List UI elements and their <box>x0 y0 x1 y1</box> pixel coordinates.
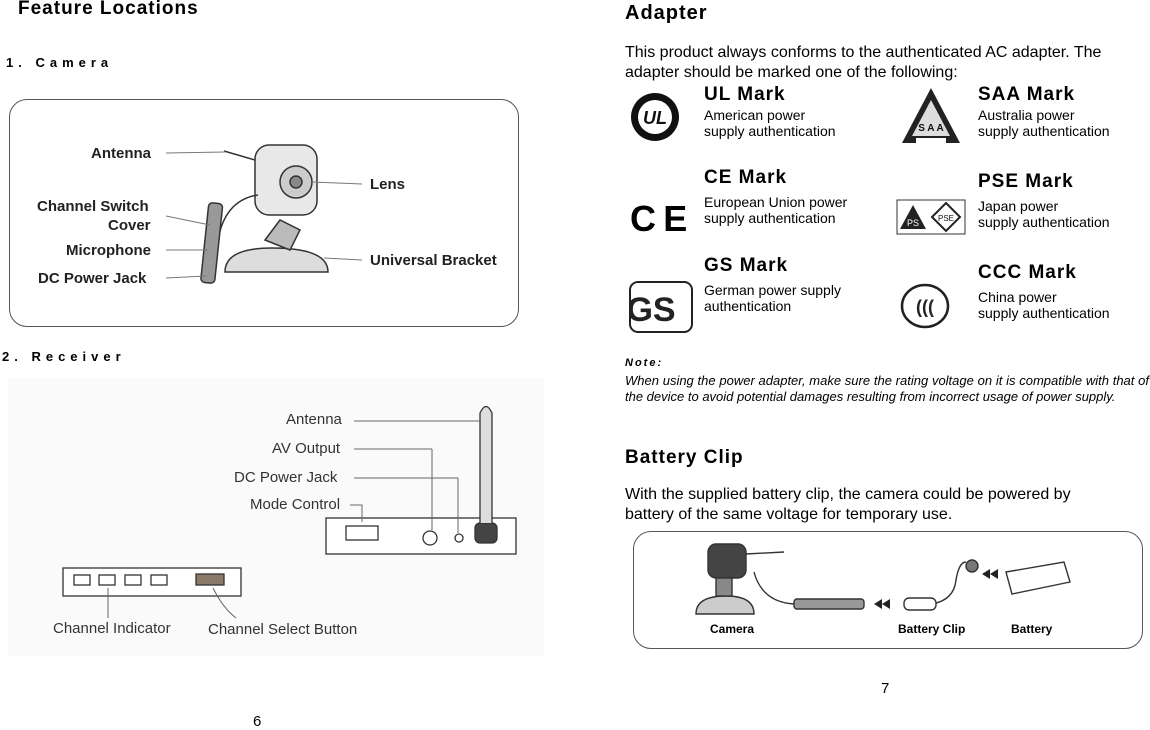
receiver-dc-power-label: DC Power Jack <box>234 469 337 486</box>
receiver-av-output-label: AV Output <box>272 440 340 457</box>
battery-diagram-clip-label: Battery Clip <box>898 622 965 636</box>
camera-bracket-label: Universal Bracket <box>370 252 497 269</box>
page-number-left: 6 <box>253 713 261 730</box>
receiver-channel-select-label: Channel Select Button <box>208 621 357 638</box>
gs-mark-desc2: authentication <box>704 298 791 314</box>
adapter-paragraph: This product always conforms to the auth… <box>625 43 1135 83</box>
receiver-mode-control-label: Mode Control <box>250 496 340 513</box>
svg-text:S A A: S A A <box>918 123 944 134</box>
saa-mark-desc2: supply authentication <box>978 123 1110 139</box>
svg-text:UL: UL <box>643 108 667 128</box>
svg-text:(((: ((( <box>916 297 934 317</box>
pse-mark-icon: PS PSE <box>896 199 966 235</box>
ce-mark-desc2: supply authentication <box>704 210 836 226</box>
ccc-mark-desc2: supply authentication <box>978 305 1110 321</box>
battery-diagram-battery-label: Battery <box>1011 622 1052 636</box>
section-camera-heading: 1. Camera <box>6 55 113 70</box>
ccc-mark-icon: ((( <box>900 283 950 329</box>
camera-antenna-label: Antenna <box>91 145 151 162</box>
battery-diagram-frame: Camera Battery Clip Battery <box>633 531 1143 649</box>
camera-dc-power-label: DC Power Jack <box>38 270 146 287</box>
note-label: Note: <box>625 357 663 369</box>
receiver-antenna-label: Antenna <box>286 411 342 428</box>
section-receiver-heading: 2. Receiver <box>2 349 126 364</box>
receiver-diagram: Antenna AV Output DC Power Jack Mode Con… <box>8 378 544 656</box>
camera-lens-label: Lens <box>370 176 405 193</box>
ul-mark-icon: UL <box>628 90 682 144</box>
note-text: When using the power adapter, make sure … <box>625 373 1149 405</box>
svg-text:GS: GS <box>629 291 676 329</box>
adapter-heading: Adapter <box>625 2 708 25</box>
ccc-mark-title: CCC Mark <box>978 262 1077 284</box>
camera-microphone-label: Microphone <box>66 242 151 259</box>
battery-diagram-camera-label: Camera <box>710 622 754 636</box>
ul-mark-desc2: supply authentication <box>704 123 836 139</box>
ul-mark-title: UL Mark <box>704 84 786 106</box>
page-title-feature-locations: Feature Locations <box>18 0 199 20</box>
pse-mark-title: PSE Mark <box>978 171 1074 193</box>
ul-mark-desc1: American power <box>704 107 805 123</box>
gs-mark-title: GS Mark <box>704 255 788 277</box>
receiver-illustration <box>8 378 544 656</box>
battery-text-line2: battery of the same voltage for temporar… <box>625 506 952 524</box>
page-number-right: 7 <box>881 680 889 697</box>
saa-mark-desc1: Australia power <box>978 107 1075 123</box>
saa-mark-title: SAA Mark <box>978 84 1075 106</box>
battery-clip-heading: Battery Clip <box>625 447 744 469</box>
battery-text-line1: With the supplied battery clip, the came… <box>625 486 1071 504</box>
ce-mark-desc1: European Union power <box>704 194 847 210</box>
svg-text:PS: PS <box>907 218 919 228</box>
pse-mark-desc1: Japan power <box>978 198 1058 214</box>
saa-mark-icon: S A A <box>900 86 962 146</box>
camera-channel-switch-cover-label: Cover <box>108 217 151 234</box>
camera-channel-switch-label: Channel Switch <box>37 198 149 215</box>
ce-mark-icon: C E <box>630 198 687 240</box>
ce-mark-title: CE Mark <box>704 167 787 189</box>
gs-mark-desc1: German power supply <box>704 282 841 298</box>
pse-mark-desc2: supply authentication <box>978 214 1110 230</box>
gs-mark-icon: GS <box>629 281 693 333</box>
receiver-channel-indicator-label: Channel Indicator <box>53 620 171 637</box>
camera-diagram-frame: Antenna Channel Switch Cover Microphone … <box>9 99 519 327</box>
svg-text:PSE: PSE <box>938 214 954 223</box>
ccc-mark-desc1: China power <box>978 289 1057 305</box>
